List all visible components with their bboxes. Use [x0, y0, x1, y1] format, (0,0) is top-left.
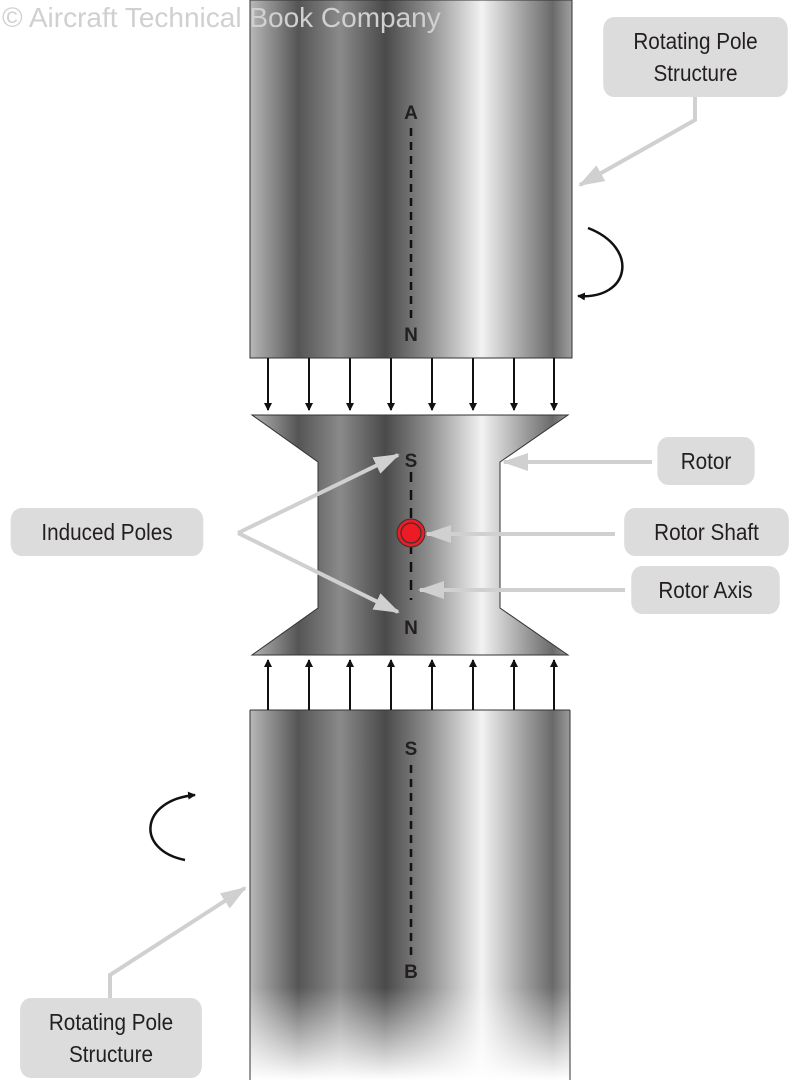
- label-induced-poles: Induced Poles: [10, 508, 204, 556]
- pole-letter-s-bottom: S: [405, 739, 418, 760]
- label-top-rotating-pole-structure: Rotating Pole Structure: [603, 17, 788, 97]
- pole-letter-b: B: [404, 962, 418, 983]
- rotation-arrow-top: [577, 226, 624, 301]
- callout-leaders: [108, 96, 697, 1000]
- rotor: S N: [250, 414, 570, 656]
- label-rotor-shaft: Rotor Shaft: [624, 508, 789, 556]
- watermark: © Aircraft Technical Book Company: [2, 2, 441, 33]
- pole-letter-a: A: [404, 103, 418, 124]
- pole-letter-n-rotor: N: [404, 618, 418, 639]
- bottom-pole-structure: S B: [249, 709, 571, 1080]
- rotor-shaft: [396, 518, 426, 548]
- label-rotor: Rotor: [657, 437, 755, 485]
- label-bottom-rotating-pole-structure: Rotating Pole Structure: [20, 998, 202, 1078]
- rotation-arrow-bottom: [149, 791, 196, 862]
- pole-letter-s-rotor: S: [405, 451, 418, 472]
- flux-arrows-top: [264, 358, 558, 411]
- flux-arrows-bottom: [264, 659, 558, 710]
- label-rotor-axis: Rotor Axis: [631, 566, 780, 614]
- pole-letter-n-top: N: [404, 325, 418, 346]
- top-pole-structure: A N: [249, 0, 573, 359]
